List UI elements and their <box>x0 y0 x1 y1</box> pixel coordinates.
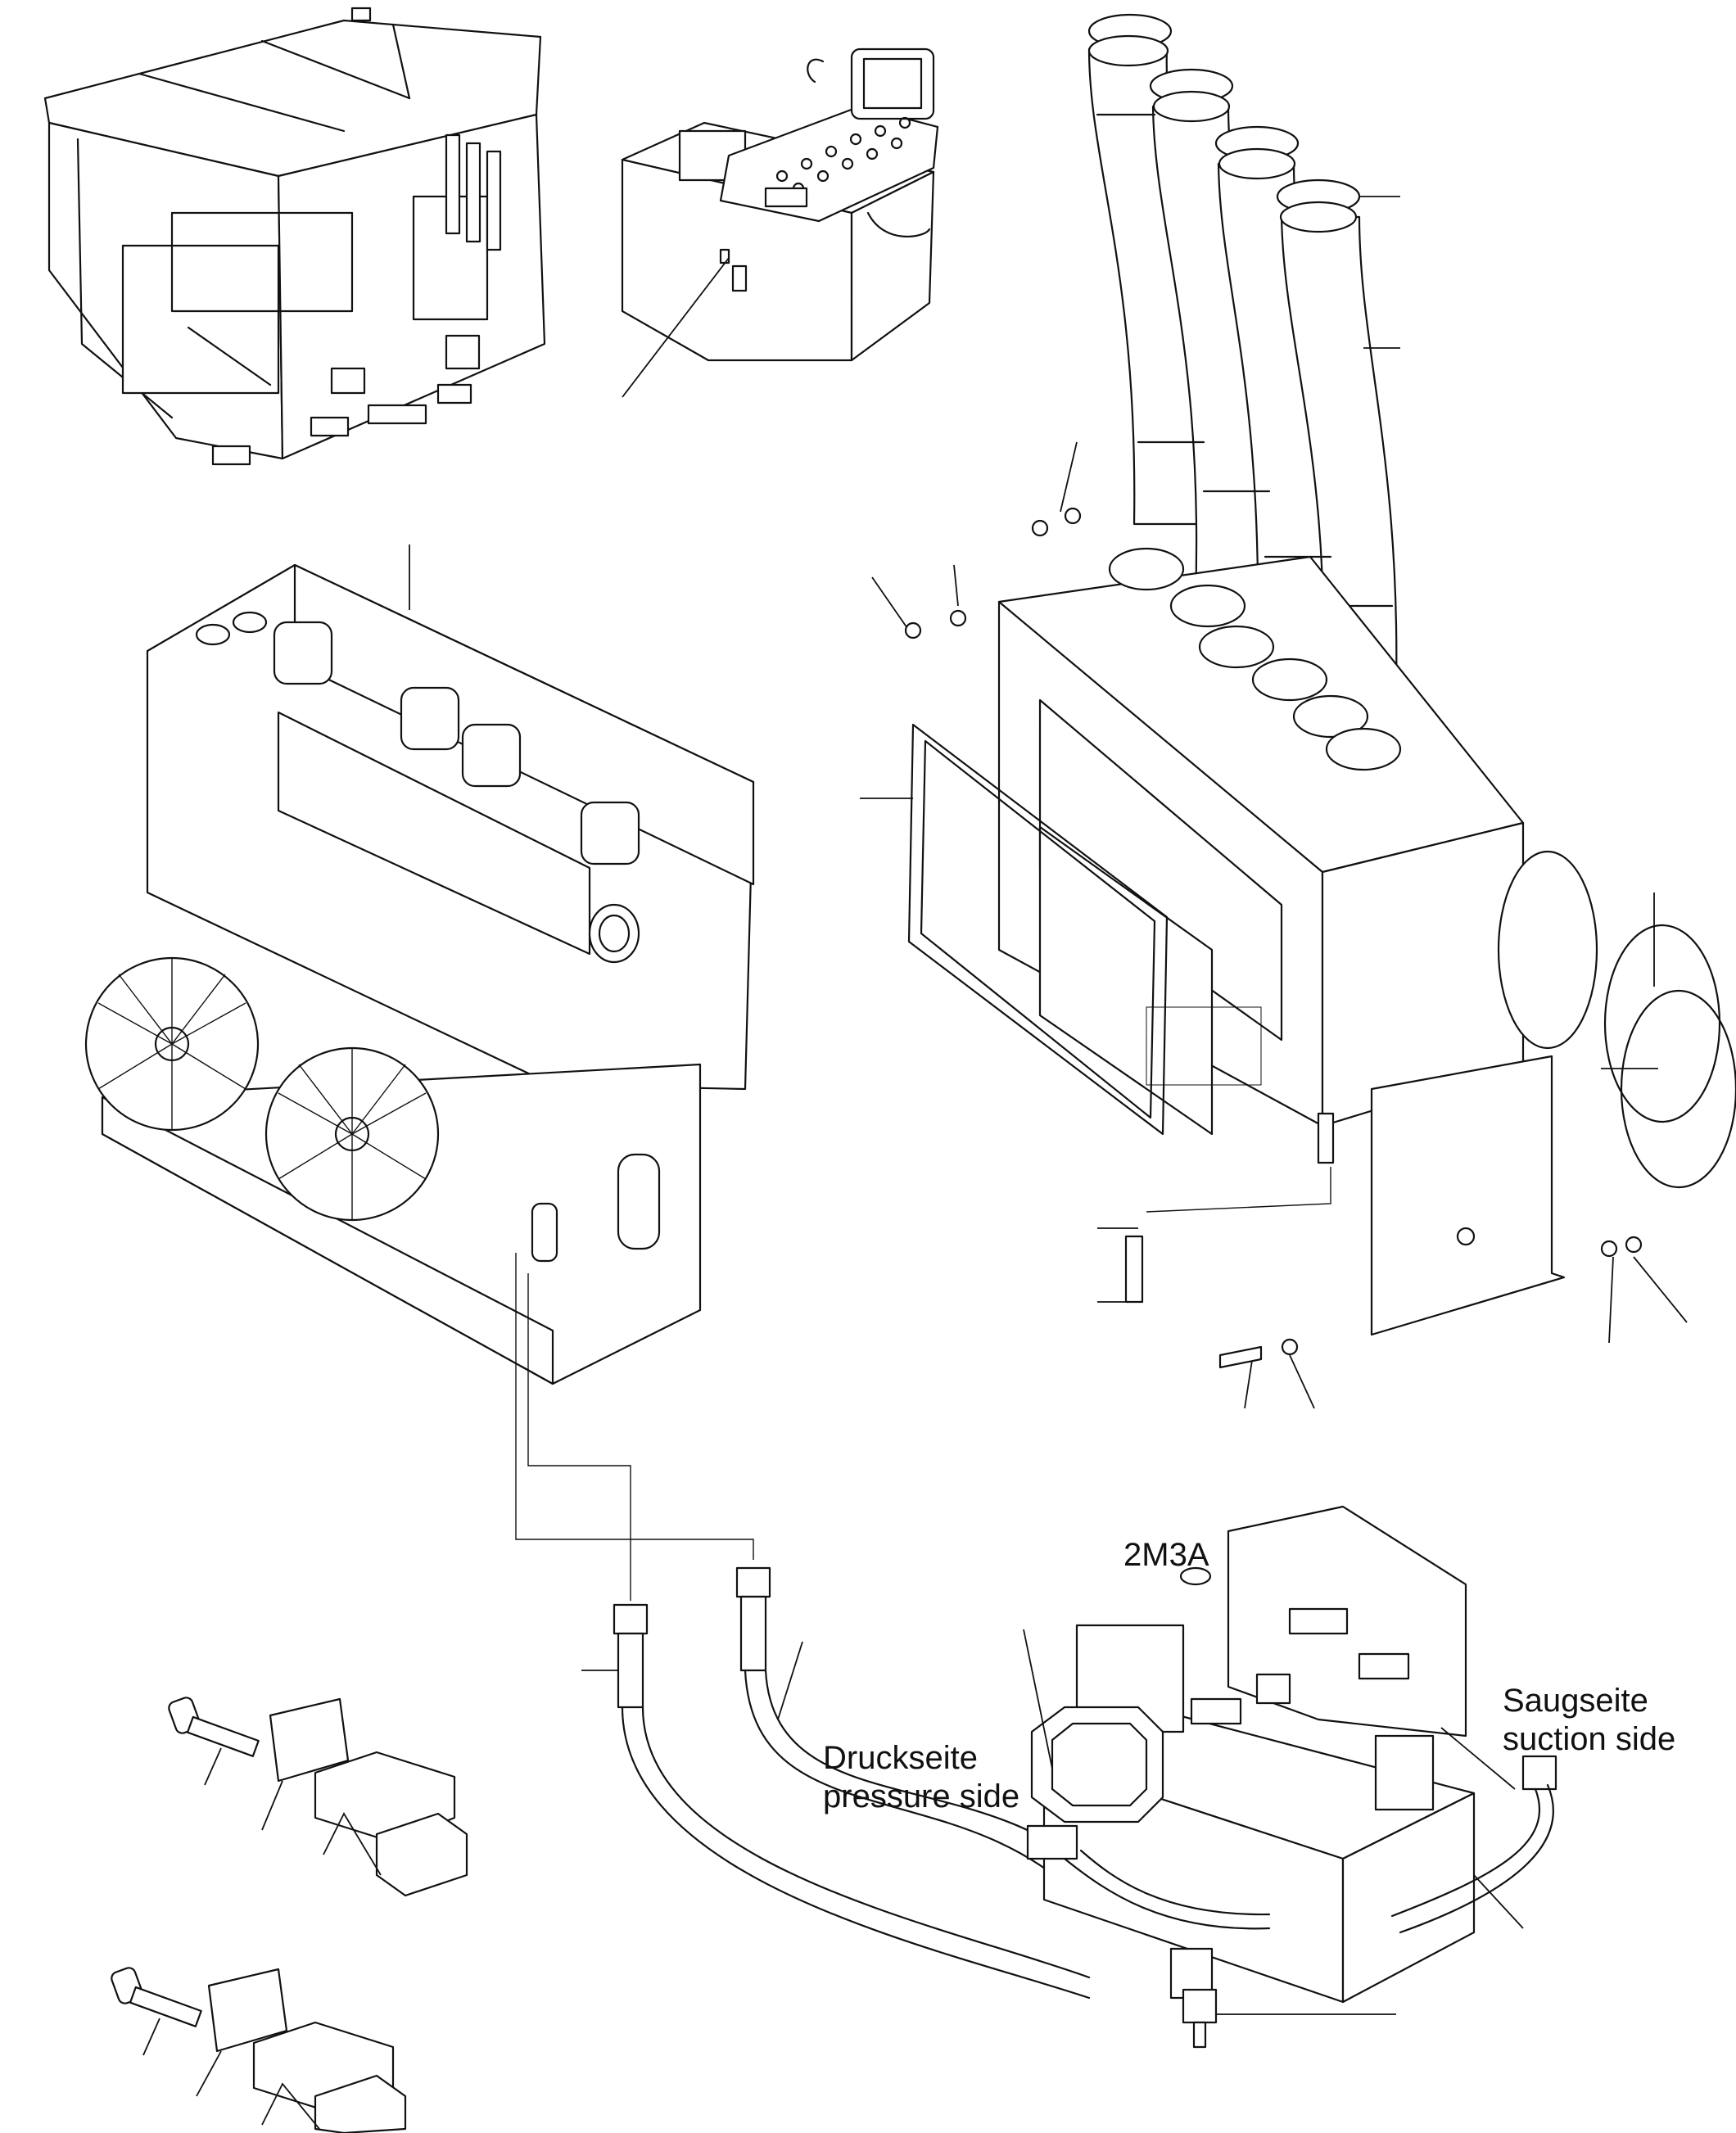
pipe-clamp-kit-upper <box>168 1697 468 1897</box>
fastener-screw-washer-nut <box>904 507 1643 1369</box>
pressure-side-label-en: pressure side <box>823 1778 1019 1814</box>
rubber-mount <box>1182 1988 1218 2049</box>
suction-side-label-de: Saugseite <box>1503 1683 1648 1719</box>
refrigerant-hoses <box>613 1566 1103 2000</box>
cab-frame-assembly <box>43 7 546 466</box>
condenser-fan-left <box>84 956 260 1132</box>
pipe-clamp-kit-lower <box>111 1967 407 2133</box>
heater-box <box>997 547 1736 1336</box>
suction-side-label-en: suction side <box>1503 1721 1675 1757</box>
condenser-fan-right <box>264 1046 440 1222</box>
leader-control-unit <box>622 257 730 398</box>
heater-box-frame-gasket <box>907 723 1169 1136</box>
pressure-side-label-de: Druckseite <box>823 1740 978 1776</box>
condenser-fan-unit <box>84 563 755 1385</box>
air-duct-tubes <box>1087 13 1398 689</box>
control-unit <box>621 47 939 362</box>
compressor-id-label: 2M3A <box>1123 1537 1209 1573</box>
compressor-2m3a <box>1026 1505 1557 2004</box>
